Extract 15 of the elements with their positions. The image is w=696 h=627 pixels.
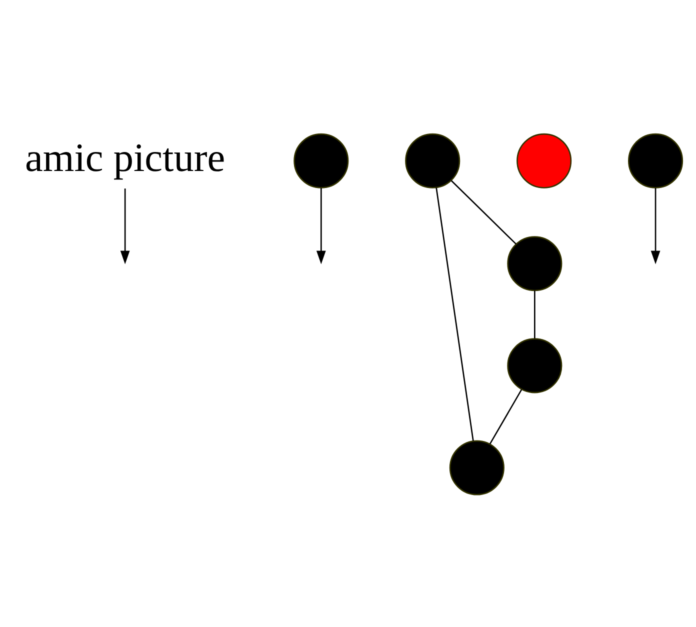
arrow [120, 188, 130, 264]
node-text: amic picture [25, 134, 226, 180]
arrow [316, 188, 326, 264]
connector [450, 180, 517, 244]
arrow [650, 188, 660, 264]
connector [436, 187, 474, 440]
node-circle [507, 338, 562, 393]
connector [489, 388, 522, 444]
node-circle [294, 132, 349, 188]
node-circle [507, 236, 562, 291]
node-circle [405, 132, 460, 188]
connector [534, 290, 536, 338]
node-circle [516, 132, 572, 188]
node-circle [449, 440, 504, 495]
node-circle [628, 132, 684, 188]
